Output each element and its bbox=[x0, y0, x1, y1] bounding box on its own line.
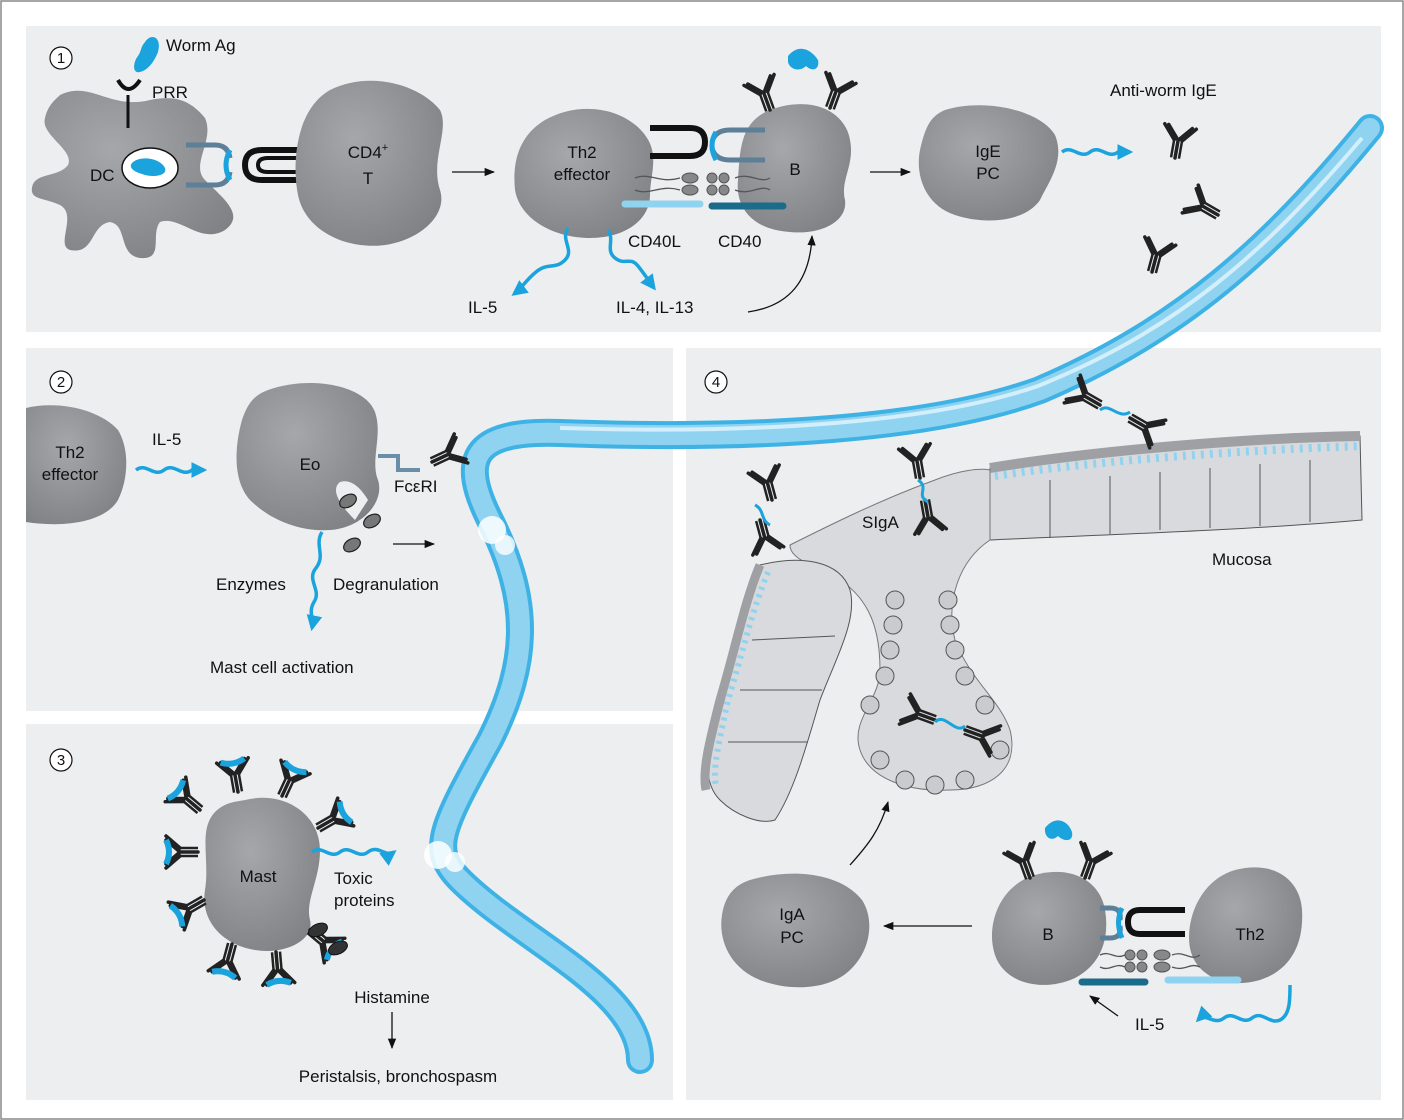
il5-label-p2: IL-5 bbox=[152, 430, 181, 449]
panel-4-number: 4 bbox=[712, 374, 720, 391]
eo-label: Eo bbox=[300, 455, 321, 474]
degranulation-label: Degranulation bbox=[333, 575, 439, 594]
ige-pc-line1: IgE bbox=[975, 142, 1001, 161]
ige-pc-line2: PC bbox=[976, 164, 1000, 183]
toxic-line1: Toxic bbox=[334, 869, 373, 888]
b-label-p4: B bbox=[1042, 925, 1053, 944]
panel-3 bbox=[26, 724, 673, 1100]
panel-1-number: 1 bbox=[57, 50, 65, 67]
mucosa-label: Mucosa bbox=[1212, 550, 1272, 569]
dc-label: DC bbox=[90, 166, 115, 185]
th2-line2-p2: effector bbox=[42, 465, 99, 484]
panel-2-number: 2 bbox=[57, 374, 65, 391]
il5-label-p4: IL-5 bbox=[1135, 1015, 1164, 1034]
iga-pc-line1: IgA bbox=[779, 905, 805, 924]
enzymes-label: Enzymes bbox=[216, 575, 286, 594]
th2-line1: Th2 bbox=[567, 143, 596, 162]
il4-il13-label: IL-4, IL-13 bbox=[616, 298, 694, 317]
mast-label: Mast bbox=[240, 867, 277, 886]
worm-ag-label: Worm Ag bbox=[166, 36, 236, 55]
mast-cell-activation-label: Mast cell activation bbox=[210, 658, 354, 677]
peristalsis-label: Peristalsis, bronchospasm bbox=[299, 1067, 497, 1086]
fceri-label: FcεRI bbox=[394, 477, 437, 496]
b-label: B bbox=[789, 160, 800, 179]
cd40l-label: CD40L bbox=[628, 232, 681, 251]
cd4-t-cell bbox=[296, 81, 443, 246]
toxic-line2: proteins bbox=[334, 891, 394, 910]
siga-label: SIgA bbox=[862, 513, 900, 532]
th2-label-p4: Th2 bbox=[1235, 925, 1264, 944]
th2-line1-p2: Th2 bbox=[55, 443, 84, 462]
panel-3-number: 3 bbox=[57, 752, 65, 769]
prr-label: PRR bbox=[152, 83, 188, 102]
th2-line2: effector bbox=[554, 165, 611, 184]
t-label: T bbox=[363, 169, 373, 188]
histamine-label: Histamine bbox=[354, 988, 430, 1007]
anti-worm-ige-label: Anti-worm IgE bbox=[1110, 81, 1217, 100]
cd40-label: CD40 bbox=[718, 232, 761, 251]
iga-pc-line2: PC bbox=[780, 928, 804, 947]
ige-plasma-cell bbox=[919, 105, 1059, 220]
il5-label: IL-5 bbox=[468, 298, 497, 317]
